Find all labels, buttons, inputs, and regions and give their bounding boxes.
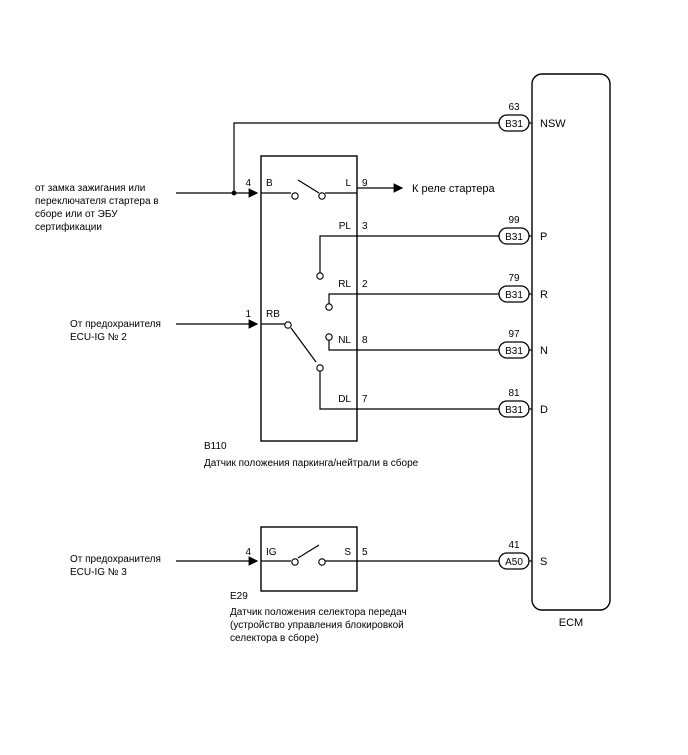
signal-name: R	[540, 289, 548, 301]
connector-code: B31	[505, 119, 523, 130]
nsw-wire	[233, 122, 499, 193]
b110-name: Датчик положения паркинга/нейтрали в сбо…	[204, 457, 419, 469]
signal-name: N	[540, 345, 548, 357]
ecm-connector-n: B31 97 N	[498, 329, 548, 359]
connector-code: B31	[505, 346, 523, 357]
signal-name: D	[540, 404, 548, 416]
ignition-source-line: переключателя стартера в	[35, 196, 159, 207]
dl-wire	[319, 371, 499, 410]
ecm-label: ECM	[559, 617, 583, 629]
nl-wire	[328, 340, 499, 351]
ignition-source-line: от замка зажигания или	[35, 183, 145, 194]
pin-number: 99	[508, 215, 520, 226]
connector-code: B31	[505, 232, 523, 243]
b110-pin-rb-number: 1	[245, 309, 251, 320]
b110-pin-dl-number: 7	[362, 394, 368, 405]
b110-pin-rb-name: RB	[266, 309, 280, 320]
e29-box	[260, 526, 358, 592]
connector-code: B31	[505, 290, 523, 301]
b110-pin-b-number: 4	[245, 178, 251, 189]
e29-pin-s-number: 5	[362, 547, 368, 558]
fuse-source-2-line: ECU-IG № 3	[70, 567, 127, 578]
ecm-connector-d: B31 81 D	[498, 388, 548, 418]
e29-name-line: селектора в сборе)	[230, 632, 319, 644]
pin-number: 81	[508, 388, 520, 399]
rl-wire	[328, 293, 499, 304]
pin-number: 97	[508, 329, 520, 340]
signal-name: NSW	[540, 118, 566, 130]
fuse-source-2-line: От предохранителя	[70, 554, 161, 565]
fuse-source-1-line: От предохранителя	[70, 319, 161, 330]
rb-wiper	[290, 327, 317, 363]
b110-pin-dl-name: DL	[338, 394, 351, 405]
e29-pin-s-name: S	[344, 547, 351, 558]
b110-pin-rl-number: 2	[362, 279, 368, 290]
signal-name: P	[540, 231, 547, 243]
connector-code: B31	[505, 405, 523, 416]
signal-name: S	[540, 556, 547, 568]
ignition-source-line: сборе или от ЭБУ	[35, 208, 118, 220]
e29-pin-ig-name: IG	[266, 547, 277, 558]
pin-number: 79	[508, 273, 520, 284]
b110-pin-l-name: L	[345, 178, 351, 189]
connector-code: A50	[505, 557, 523, 568]
fuse-source-1-line: ECU-IG № 2	[70, 332, 127, 343]
b110-pin-l-number: 9	[362, 178, 368, 189]
ecm-connector-r: B31 79 R	[498, 273, 548, 303]
pl-wire	[319, 235, 499, 273]
b110-box	[260, 155, 358, 442]
e29-code: E29	[230, 591, 248, 602]
e29-pin-ig-number: 4	[245, 547, 251, 558]
e29-name-line: (устройство управления блокировкой	[230, 619, 404, 631]
ignition-source-line: сертификации	[35, 221, 102, 233]
b110-pin-pl-number: 3	[362, 221, 368, 232]
b110-pin-b-name: B	[266, 178, 273, 189]
b110-pin-rl-name: RL	[338, 279, 351, 290]
b110-code: B110	[204, 441, 227, 452]
ecm-block	[531, 73, 611, 611]
starter-relay-label: К реле стартера	[412, 183, 495, 195]
e29-name-line: Датчик положения селектора передач	[230, 607, 407, 618]
ecm-connector-p: B31 99 P	[498, 215, 547, 245]
ecm-connector-nsw: B31 63 NSW	[498, 102, 566, 132]
b-l-contact	[297, 179, 320, 194]
b110-pin-pl-name: PL	[339, 221, 352, 232]
pin-number: 41	[508, 540, 520, 551]
ig-s-contact	[297, 544, 320, 559]
pin-number: 63	[508, 102, 520, 113]
b110-pin-nl-number: 8	[362, 335, 368, 346]
b110-pin-nl-name: NL	[338, 335, 351, 346]
ecm-connector-s: A50 41 S	[498, 540, 547, 570]
